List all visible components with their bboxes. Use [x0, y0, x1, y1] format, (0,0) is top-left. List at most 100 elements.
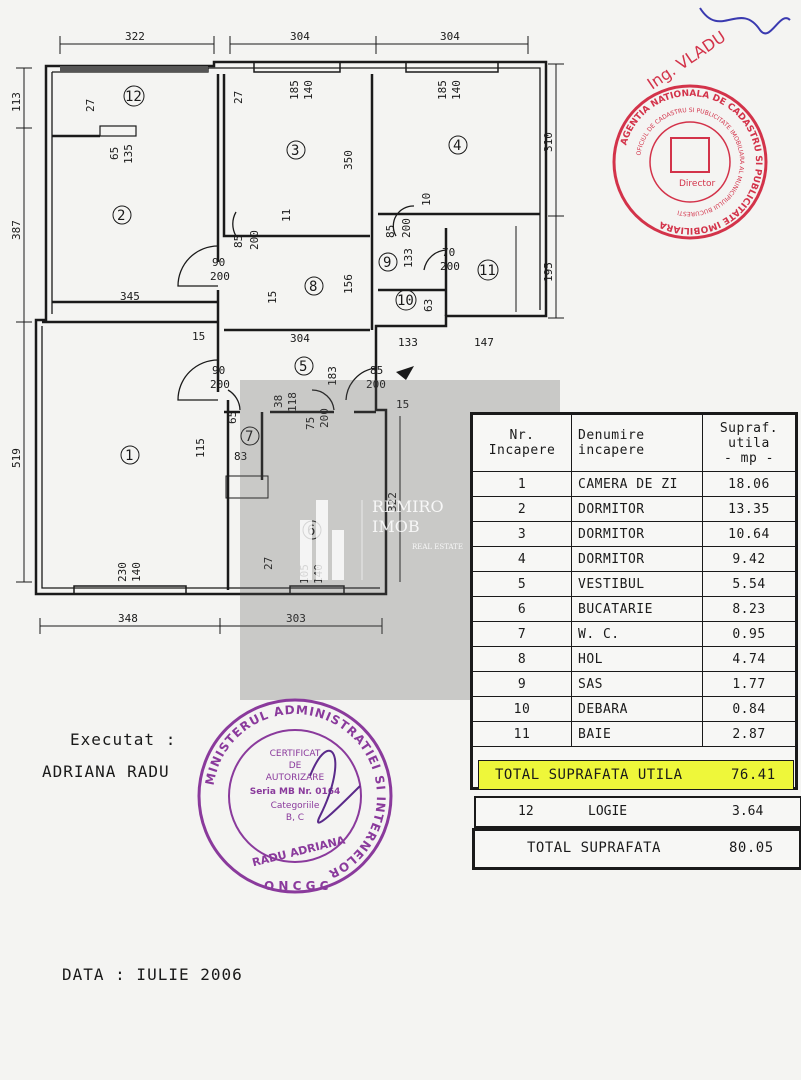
dim-85a: 85: [232, 235, 245, 248]
dim-15a: 15: [192, 330, 205, 343]
cell-area: 8.23: [702, 596, 797, 622]
row12-area: 3.64: [732, 804, 764, 819]
cell-nr: 8: [471, 646, 572, 672]
document-date: DATA : IULIE 2006: [62, 965, 243, 984]
cell-nr: 9: [471, 671, 572, 697]
stamp-line-2: AUTORIZARE: [266, 773, 325, 783]
dim-140c: 140: [130, 562, 143, 582]
cell-area: 9.42: [702, 546, 797, 572]
dim-133b: 133: [398, 336, 418, 349]
dim-200f: 200: [366, 378, 386, 391]
cell-area: 5.54: [702, 571, 797, 597]
cell-area: 0.84: [702, 696, 797, 722]
dim-83: 83: [234, 450, 247, 463]
watermark-line2: IMOB: [372, 517, 420, 536]
cell-area: 4.74: [702, 646, 797, 672]
dim-10: 10: [420, 193, 433, 206]
area-table: Nr. Incapere Denumire incapere Supraf. u…: [470, 412, 798, 790]
watermark-line1: REMIRO: [372, 497, 444, 516]
watermark-text: REMIRO IMOB REAL ESTATE: [372, 497, 463, 557]
dim-left-519: 519: [10, 448, 23, 468]
dim-left-387: 387: [10, 220, 23, 240]
stamp-line-0: CERTIFICAT: [270, 749, 321, 759]
header-name: Denumire incapere: [571, 413, 703, 472]
cell-nr: 4: [471, 546, 572, 572]
cell-nr: 11: [471, 721, 572, 747]
room-1: 1: [125, 448, 133, 464]
cell-area: 2.87: [702, 721, 797, 747]
room-8: 8: [309, 279, 317, 295]
dim-27b: 27: [232, 91, 245, 104]
cell-name: W. C.: [571, 621, 703, 647]
room-4: 4: [453, 138, 461, 154]
dim-200g: 200: [318, 408, 331, 428]
dim-70: 70: [442, 246, 455, 259]
cell-name: DEBARA: [571, 696, 703, 722]
cell-area: 18.06: [702, 471, 797, 497]
dim-185b: 185: [436, 80, 449, 100]
dim-118: 118: [286, 392, 299, 412]
table-header-row: Nr. Incapere Denumire incapere Supraf. u…: [471, 413, 797, 472]
total-area-row: TOTAL SUPRAFATA 80.05: [472, 828, 801, 870]
dim-bottom-303: 303: [286, 612, 306, 625]
dim-345: 345: [120, 290, 140, 303]
cell-name: SAS: [571, 671, 703, 697]
dim-38: 38: [272, 395, 285, 408]
cell-name: VESTIBUL: [571, 571, 703, 597]
cell-nr: 3: [471, 521, 572, 547]
dim-27c: 27: [262, 557, 275, 570]
dim-top-304b: 304: [440, 30, 460, 43]
room-7: 7: [245, 429, 253, 445]
dim-200c: 200: [440, 260, 460, 273]
dim-200e: 200: [210, 378, 230, 391]
stamp-right-inner-text: OFICIUL DE CADASTRU SI PUBLICITATE IMOBI…: [635, 107, 745, 217]
dim-147: 147: [474, 336, 494, 349]
cell-nr: 7: [471, 621, 572, 647]
dim-15b: 15: [266, 291, 279, 304]
dim-133a: 133: [402, 248, 415, 268]
total-useful-value: 76.41: [731, 767, 776, 783]
dim-right-322: 322: [386, 492, 399, 512]
dim-230: 230: [116, 562, 129, 582]
dim-63: 63: [422, 299, 435, 312]
authorization-stamp: MINISTERUL ADMINISTRATIEI SI INTERNELOR …: [197, 698, 393, 894]
stamp-line-4: Categoriile: [271, 801, 320, 811]
executed-label: Executat :: [70, 730, 177, 749]
table-row-12: 12 LOGIE 3.64: [474, 796, 801, 828]
total-value: 80.05: [729, 840, 774, 856]
dim-200d: 200: [210, 270, 230, 283]
cell-name: DORMITOR: [571, 521, 703, 547]
dim-304c: 304: [290, 332, 310, 345]
room-11: 11: [479, 263, 496, 279]
cell-nr: 1: [471, 471, 572, 497]
author-name: ADRIANA RADU: [42, 762, 170, 781]
row12-nr: 12: [518, 804, 534, 819]
cell-area: 1.77: [702, 671, 797, 697]
dim-bottom-348: 348: [118, 612, 138, 625]
room-9: 9: [383, 255, 391, 271]
cell-area: 10.64: [702, 521, 797, 547]
total-useful-label: TOTAL SUPRAFATA UTILA: [495, 767, 683, 783]
room-10: 10: [397, 293, 414, 309]
cell-nr: 10: [471, 696, 572, 722]
header-area: Supraf. utila - mp -: [702, 413, 797, 472]
dim-15c: 15: [396, 398, 409, 411]
cell-nr: 5: [471, 571, 572, 597]
stamp-right-label: Director: [679, 179, 715, 189]
total-label: TOTAL SUPRAFATA: [527, 840, 661, 856]
dim-90a: 90: [212, 256, 225, 269]
room-5: 5: [299, 359, 307, 375]
cell-name: HOL: [571, 646, 703, 672]
coat-of-arms-icon: [670, 137, 710, 173]
